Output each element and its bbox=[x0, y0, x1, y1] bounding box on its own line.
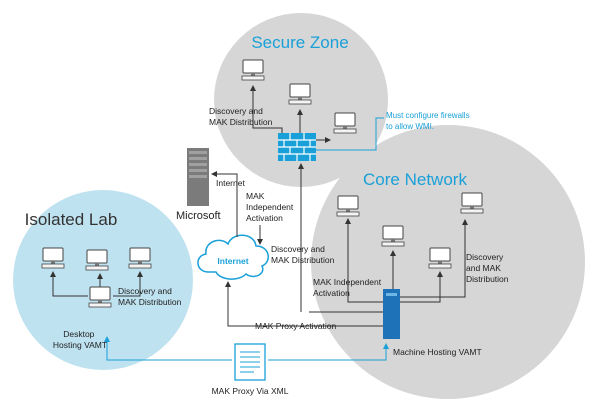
isolated-lab-title: Isolated Lab bbox=[25, 210, 118, 229]
machine-hosting-label: Machine Hosting VAMT bbox=[393, 347, 482, 357]
internet-link-label: Internet bbox=[216, 178, 245, 188]
proxy-xml-label: MAK Proxy Via XML bbox=[212, 386, 289, 396]
xml-to-machine-host-line bbox=[268, 343, 389, 361]
mak-proxy-activation-line bbox=[225, 281, 385, 327]
isolated-discovery-label: Discovery and MAK Distribution bbox=[118, 286, 182, 307]
core-discovery-left-label: Discovery and MAK Distribution bbox=[271, 244, 335, 265]
xml-to-desktop-line bbox=[104, 336, 232, 361]
internet-to-microsoft-line bbox=[211, 171, 238, 237]
machine-host-server-icon bbox=[383, 289, 400, 339]
firewall-note-line bbox=[316, 117, 384, 151]
mak-proxy-activation-label: MAK Proxy Activation bbox=[255, 321, 337, 331]
isolated-lab-zone bbox=[13, 190, 193, 370]
desktop-hosting-label: Desktop Hosting VAMT bbox=[53, 329, 107, 350]
internet-cloud-icon bbox=[197, 234, 269, 280]
secure-pc-1-icon bbox=[241, 59, 265, 81]
firewall-icon bbox=[278, 133, 316, 161]
core-network-title: Core Network bbox=[363, 170, 467, 189]
secure-zone-title: Secure Zone bbox=[251, 33, 348, 52]
isolated-pc-3-icon bbox=[128, 247, 152, 269]
mak-independent-label-1: MAK Independent Activation bbox=[246, 191, 296, 223]
core-pc-2-icon bbox=[381, 225, 405, 247]
isolated-pc-2-icon bbox=[85, 249, 109, 271]
microsoft-label: Microsoft bbox=[176, 210, 221, 222]
internet-cloud-label: Internet bbox=[217, 256, 248, 266]
mak-independent-label-2: MAK Independent Activation bbox=[313, 277, 383, 298]
secure-pc-3-icon bbox=[333, 112, 357, 134]
isolated-host-to-pc3 bbox=[113, 271, 143, 297]
desktop-host-pc-icon bbox=[88, 286, 112, 308]
host-to-core-pc4 bbox=[400, 271, 443, 303]
host-to-core-pc5 bbox=[400, 219, 468, 298]
isolated-host-to-pc1 bbox=[50, 271, 88, 297]
secure-pc-2-icon bbox=[288, 83, 312, 105]
core-pc-1-icon bbox=[336, 195, 360, 217]
secure-discovery-label: Discovery and MAK Distribution bbox=[209, 106, 273, 127]
core-pc-4-icon bbox=[460, 192, 484, 214]
xml-document-icon bbox=[234, 343, 266, 381]
host-to-core-pc1 bbox=[345, 218, 385, 303]
core-network-zone bbox=[311, 125, 585, 399]
core-discovery-right-label: Discovery and MAK Distribution bbox=[466, 252, 509, 284]
firewall-note: Must configure firewalls to allow WMI. bbox=[386, 111, 472, 131]
core-pc-3-icon bbox=[428, 247, 452, 269]
firewall-to-secure-pc1 bbox=[250, 85, 283, 133]
isolated-pc-1-icon bbox=[41, 247, 65, 269]
microsoft-server-icon bbox=[187, 148, 209, 206]
